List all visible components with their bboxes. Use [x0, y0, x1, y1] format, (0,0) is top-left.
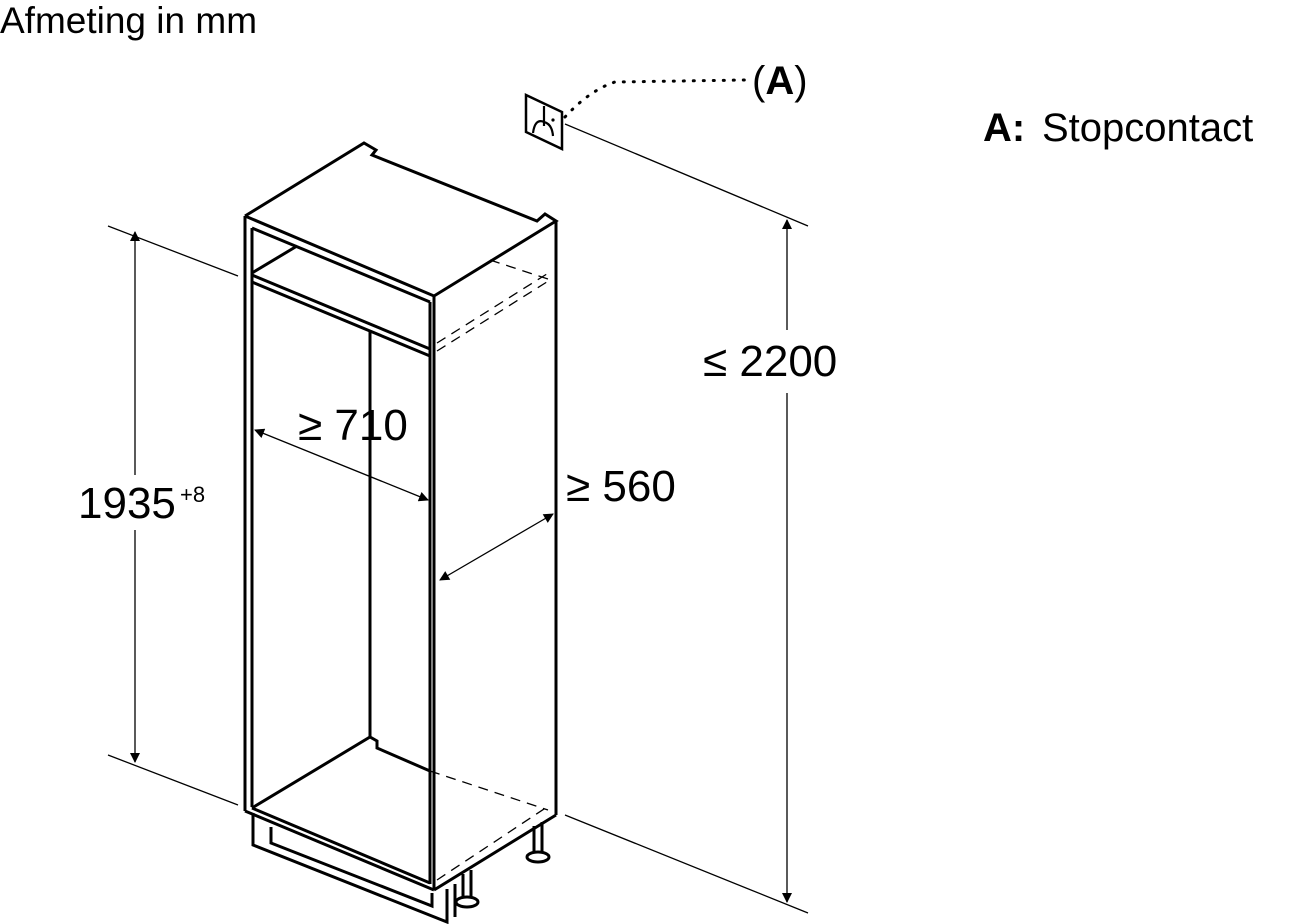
extension-line — [564, 814, 809, 914]
width-dimension-arrow — [439, 513, 554, 581]
power-socket-icon — [524, 93, 564, 151]
callout-leader — [563, 78, 747, 119]
depth-dimension-arrow — [254, 428, 429, 502]
diagram-title: Afmeting in mm — [0, 0, 257, 41]
callout-label: (A) — [752, 59, 808, 103]
extension-line — [107, 754, 239, 806]
width-label: ≥ 560 — [566, 462, 676, 511]
extension-line — [564, 123, 809, 227]
legend-key: A: — [983, 106, 1025, 150]
legend-label: Stopcontact — [1042, 106, 1253, 150]
cabinet — [243, 141, 559, 924]
depth-label: ≥ 710 — [298, 401, 408, 450]
max-height-label: ≤ 2200 — [703, 337, 837, 386]
cabinet-height-tolerance: +8 — [180, 482, 205, 507]
extension-line — [107, 225, 239, 277]
cabinet-height-label: 1935 — [78, 479, 176, 528]
